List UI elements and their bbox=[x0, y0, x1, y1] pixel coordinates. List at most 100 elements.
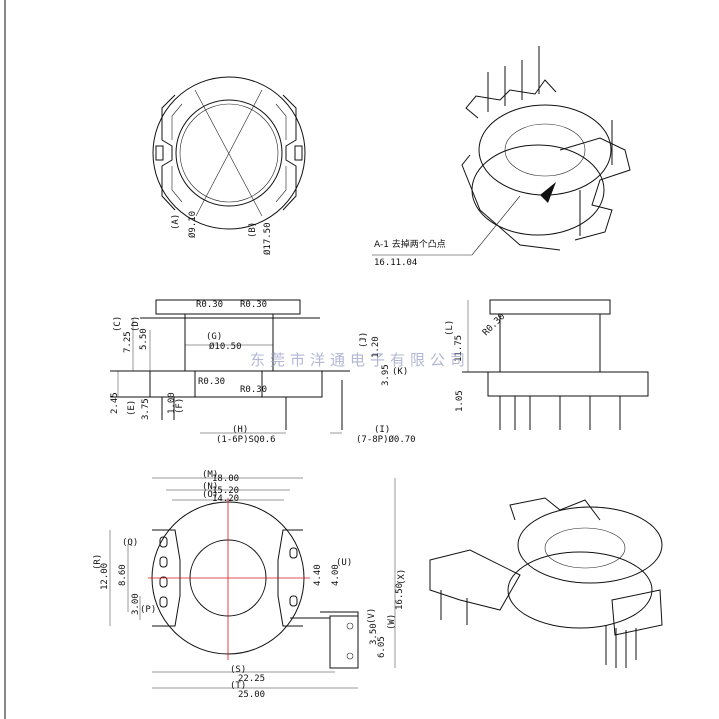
side-bobbin-body bbox=[499, 313, 601, 373]
front-pin16-spec: (1-6P)SQ0.6 bbox=[216, 435, 276, 445]
front-r030-b: R0.30 bbox=[240, 300, 267, 310]
bottom-dim-n-value: 15.20 bbox=[212, 486, 239, 496]
iso-b-pin-block bbox=[611, 589, 663, 636]
bottom-left-slot-3 bbox=[159, 576, 168, 588]
bottom-tail-hole-1 bbox=[346, 622, 354, 630]
front-dim-e-value: 3.75 bbox=[141, 398, 151, 420]
left-tab bbox=[155, 145, 164, 161]
bottom-view: (M) 18.00 (N) 15.20 (O) 14.20 (R) 12.00 … bbox=[93, 470, 407, 700]
bottom-dim-u-label: (U) bbox=[336, 558, 352, 568]
right-wing-inner-lines bbox=[275, 103, 287, 203]
bottom-tail-hole-2 bbox=[346, 652, 354, 660]
iso-b-top-block bbox=[509, 497, 601, 521]
bottom-dim-x-label: (X) bbox=[397, 569, 407, 585]
core-hole-circle bbox=[175, 99, 283, 207]
bottom-left-slot-1 bbox=[159, 536, 168, 548]
left-wing-outline bbox=[161, 94, 176, 211]
front-dim-i-label: (I) bbox=[374, 425, 390, 435]
bottom-dim-m-label: (M) bbox=[202, 470, 218, 480]
iso-b-core bbox=[544, 527, 626, 569]
front-top-flange bbox=[155, 299, 301, 315]
side-view: R0.30 (L) 11.75 1.05 bbox=[445, 299, 649, 430]
note-line-2: 16.11.04 bbox=[374, 258, 417, 268]
dia-leader-b bbox=[195, 89, 263, 217]
note-leader bbox=[471, 195, 521, 256]
front-view: R0.30 R0.30 R0.30 R0.30 (C) 7.25 (D) 5.5… bbox=[110, 299, 416, 445]
core-hole-inner-circle bbox=[179, 103, 279, 203]
front-dim-k-value: 3.95 bbox=[381, 364, 391, 386]
iso-left-skirt bbox=[461, 154, 561, 251]
bottom-tail-block bbox=[329, 615, 359, 669]
iso-right-pin-block bbox=[559, 137, 631, 241]
bottom-left-slot-2 bbox=[159, 556, 168, 568]
bottom-dim-r-value: 12.00 bbox=[100, 563, 110, 590]
note-line-1: A-1 去掉两个凸点 bbox=[374, 238, 446, 250]
side-base bbox=[487, 371, 649, 397]
front-r030-d: R0.30 bbox=[240, 385, 267, 395]
bottom-right-slot-2 bbox=[289, 595, 298, 607]
front-r030-c: R0.30 bbox=[198, 377, 225, 387]
front-dim-g-value: Ø10.50 bbox=[209, 341, 242, 352]
bottom-dim-x-value: 16.50 bbox=[395, 583, 405, 610]
label-a: (A) bbox=[171, 214, 181, 230]
side-top-flange bbox=[489, 299, 611, 315]
flange-outer-circle bbox=[152, 76, 306, 230]
front-dim-245: 2.45 bbox=[110, 392, 120, 414]
bottom-dim-p-label: (P) bbox=[140, 605, 156, 615]
front-dim-h-label: (H) bbox=[232, 425, 248, 435]
bottom-dim-t-value: 25.00 bbox=[238, 690, 265, 700]
company-watermark: 东莞市洋通电子有限公司 bbox=[250, 351, 470, 369]
front-dim-f-label: (F) bbox=[175, 398, 185, 414]
bottom-dim-u-value: 4.40 bbox=[313, 564, 323, 586]
iso-upper-flange bbox=[478, 104, 612, 196]
dia-leader-a bbox=[194, 89, 263, 217]
front-dim-e-label: (E) bbox=[127, 400, 137, 416]
bottom-dim-w-value: 6.05 bbox=[377, 636, 387, 658]
right-wing-outline bbox=[282, 94, 297, 211]
bottom-dim-s-value: 22.25 bbox=[238, 674, 265, 684]
bottom-dim-q-value: 8.60 bbox=[118, 564, 128, 586]
dia-b-value: Ø17.50 bbox=[262, 222, 273, 255]
iso-lower-flange bbox=[471, 144, 605, 236]
bottom-dim-w-label: (W) bbox=[387, 614, 397, 630]
bottom-dim-v-label: (V) bbox=[367, 608, 377, 624]
side-dim-l-value: 11.75 bbox=[454, 335, 464, 362]
front-dim-d-label: (D) bbox=[131, 316, 141, 332]
bottom-tail-bracket bbox=[290, 611, 359, 669]
front-dim-c-value: 7.25 bbox=[123, 331, 133, 353]
front-dim-100: 1.00 bbox=[167, 392, 177, 414]
side-dim-105: 1.05 bbox=[455, 390, 465, 412]
bottom-dim-400: 4.00 bbox=[331, 564, 341, 586]
bottom-dim-o-value: 14.20 bbox=[212, 494, 239, 504]
left-wing-inner-lines bbox=[171, 103, 183, 203]
bottom-right-slot-1 bbox=[289, 547, 298, 559]
front-dim-j-label: (J) bbox=[359, 332, 369, 348]
front-right-base bbox=[261, 370, 323, 398]
front-dim-d-value: 5.50 bbox=[139, 328, 149, 350]
front-dim-j-value: 1.20 bbox=[371, 336, 381, 358]
iso-b-upper-flange bbox=[517, 506, 663, 584]
bottom-dim-m-value: 18.00 bbox=[212, 474, 239, 484]
front-r030-a: R0.30 bbox=[196, 300, 223, 310]
iso-view-bottom bbox=[429, 497, 663, 668]
iso-upper-hole bbox=[504, 123, 586, 177]
iso-b-tail bbox=[429, 549, 521, 611]
top-view: (A) Ø9.10 (B) Ø17.50 bbox=[152, 76, 306, 255]
side-r030: R0.30 bbox=[481, 312, 507, 338]
bottom-dim-o-label: (O) bbox=[202, 490, 218, 500]
bottom-dim-s-label: (S) bbox=[230, 665, 246, 675]
bottom-dim-n-label: (N) bbox=[202, 482, 218, 492]
bottom-dim-p-value: 3.00 bbox=[131, 593, 141, 615]
iso-b-lower-flange bbox=[507, 551, 653, 629]
bottom-dim-v-value: 3.50 bbox=[369, 623, 379, 645]
bottom-dim-r-label: (R) bbox=[93, 554, 103, 570]
front-pin78-spec: (7-8P)Ø0.70 bbox=[356, 434, 416, 445]
bottom-left-slot-4 bbox=[159, 596, 168, 608]
front-dim-g-label: (G) bbox=[206, 332, 222, 342]
bottom-dim-t-label: (T) bbox=[230, 681, 246, 691]
bottom-dim-q-label: (Q) bbox=[122, 538, 138, 548]
iso-top-pin-block bbox=[465, 79, 557, 119]
front-dim-c-label: (C) bbox=[113, 316, 123, 332]
front-dim-k-label: (K) bbox=[392, 367, 408, 377]
